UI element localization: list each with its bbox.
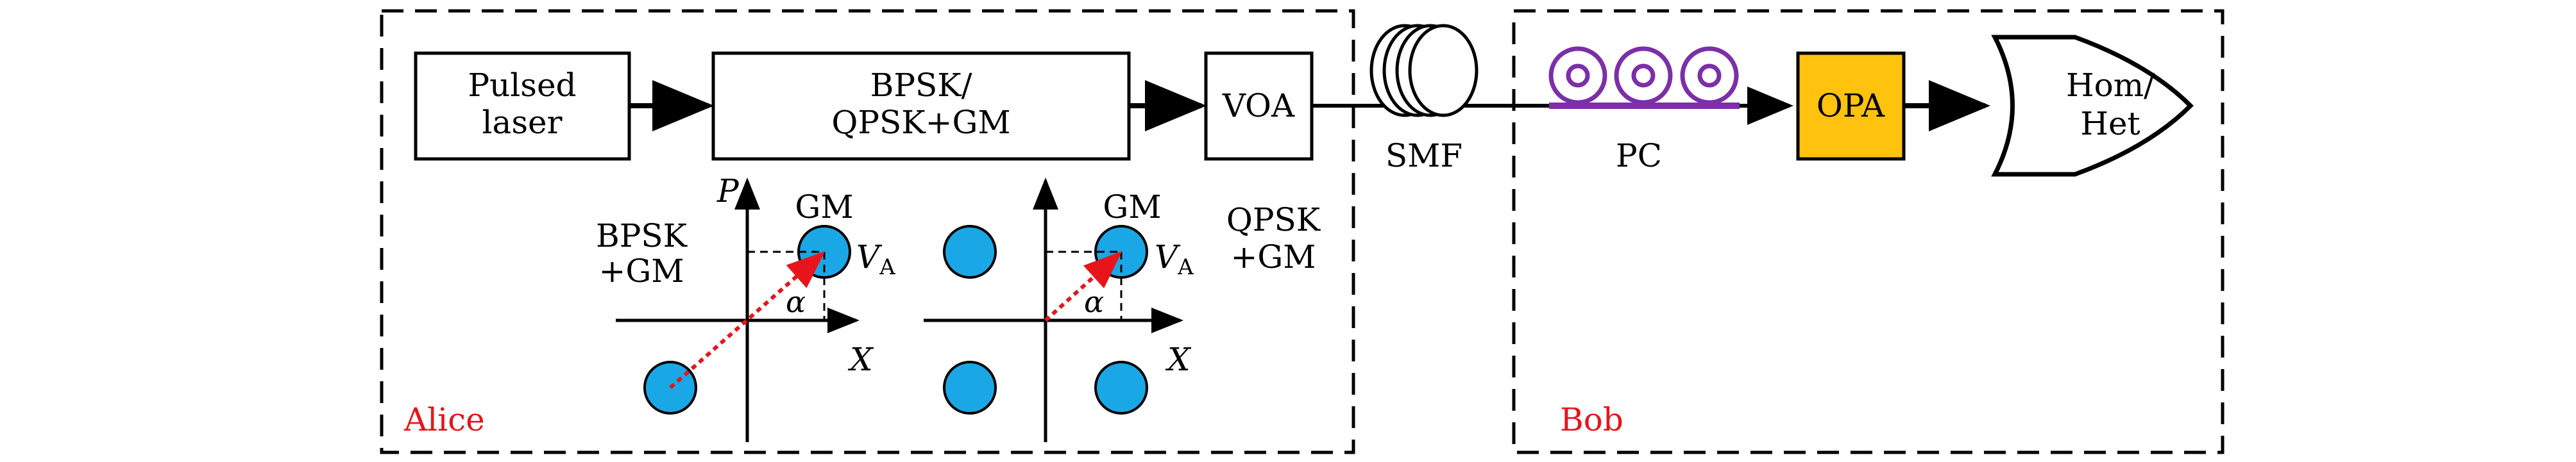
smf-label: SMF [1385,137,1462,174]
bpsk-gm-label: GM [795,188,853,226]
pulsed-laser-line1: Pulsed [468,67,576,104]
bpsk-p-axis-label: P [716,172,740,210]
pulsed-laser-line2: laser [482,104,563,141]
qpsk-point-upper-left [943,225,997,279]
bpsk-va-label: VA [856,238,895,280]
detector-line1: Hom/ [2066,67,2155,104]
bpsk-title-line2: +GM [598,252,684,290]
alice-region [380,9,1355,454]
qpsk-title-line2: +GM [1230,238,1316,276]
qpsk-x-axis-label: X [1165,341,1192,378]
qpsk-vector-arrow [1044,251,1123,322]
detector-line2: Het [2080,105,2140,142]
bob-label: Bob [1560,401,1623,438]
modulator-box [711,51,1131,161]
qpsk-constellation: X GM α VA QPSK +GM [924,177,1321,442]
qpsk-point-lower-left [943,361,997,415]
opa-label: OPA [1817,87,1885,124]
bpsk-alpha-label: α [786,285,806,319]
bpsk-vector-arrow [669,251,826,390]
bpsk-constellation: P X GM α VA BPSK +GM [596,172,895,442]
qpsk-gm-label: GM [1103,188,1161,226]
modulator-line1: BPSK/ [870,67,972,104]
voa-label: VOA [1222,87,1295,124]
detector-icon [1991,35,2194,177]
bpsk-title-line1: BPSK [596,217,688,254]
bpsk-x-axis-label: X [847,341,874,378]
qpsk-title-line1: QPSK [1226,201,1321,238]
smf-coil-icon [1369,24,1479,117]
voa-box [1204,51,1314,161]
alice-label: Alice [403,401,485,438]
modulator-line2: QPSK+GM [831,104,1010,141]
opa-box [1796,51,1906,161]
qpsk-va-label: VA [1155,238,1194,280]
qpsk-point-lower-right [1094,361,1148,415]
bob-region [1512,9,2224,454]
polarization-controller-icon [1548,46,1740,109]
qpsk-alpha-label: α [1084,285,1104,319]
pc-label: PC [1616,137,1662,174]
